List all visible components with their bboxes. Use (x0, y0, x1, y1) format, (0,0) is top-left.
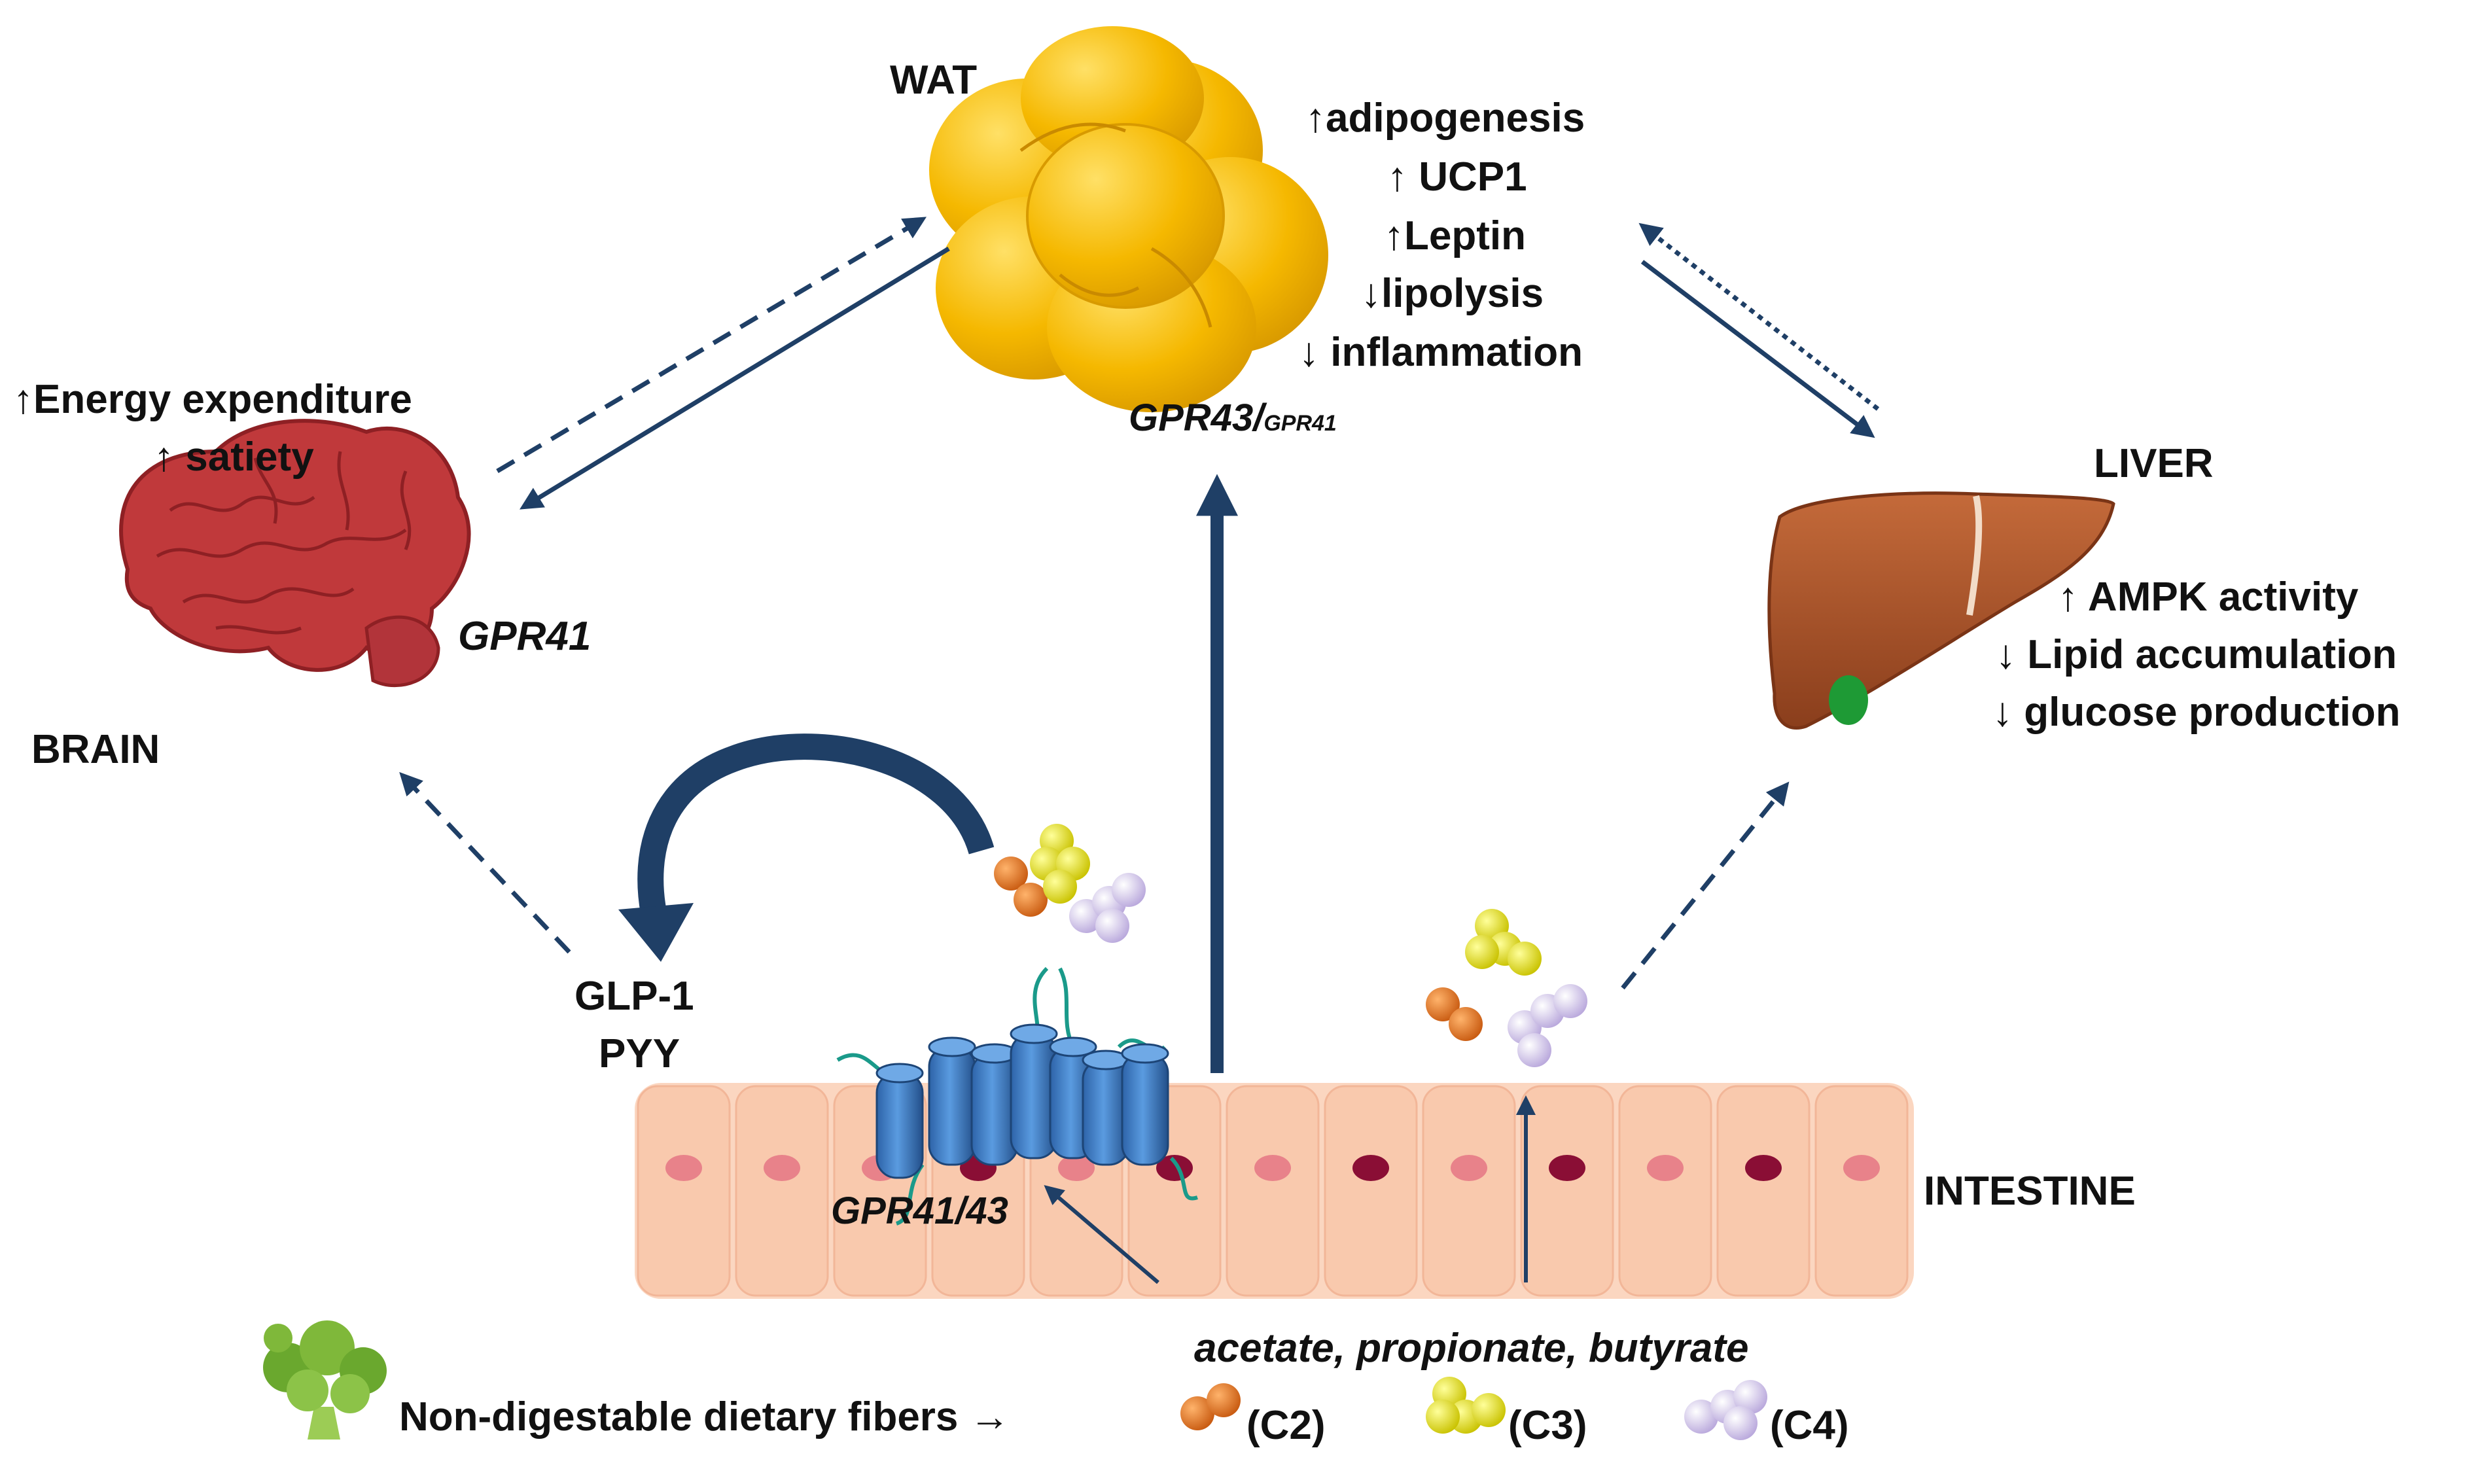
legend-c4-molecule (1684, 1380, 1767, 1440)
arrows (399, 217, 1880, 1284)
glp1-label: GLP-1 (574, 974, 694, 1019)
liver-label: LIVER (2094, 441, 2214, 486)
wat-adipose-cluster (929, 26, 1328, 412)
legend-fibers: Non-digestable dietary fibers → (399, 1394, 1010, 1440)
brain-effect-energy: ↑Energy expenditure (13, 377, 412, 422)
intestine-label: INTESTINE (1924, 1169, 2136, 1214)
legend-c3-molecule (1426, 1377, 1506, 1434)
scfa-cluster-free (1426, 909, 1587, 1067)
scfa-cluster-receptor (994, 824, 1146, 943)
brain-effect-satiety: ↑ satiety (154, 434, 314, 480)
wat-effect-lipolysis: ↓lipolysis (1361, 271, 1544, 316)
legend-c4-label: (C4) (1770, 1403, 1849, 1448)
liver-effect-lipid: ↓ Lipid accumulation (1996, 632, 2397, 677)
wat-receptor-small: GPR41 (1263, 411, 1337, 436)
brain-label: BRAIN (31, 727, 160, 772)
pyy-label: PYY (599, 1031, 680, 1076)
wat-effect-inflammation: ↓ inflammation (1299, 330, 1583, 375)
liver-illustration (1767, 491, 2115, 730)
wat-effect-ucp1: ↑ UCP1 (1387, 154, 1527, 200)
wat-effect-adipogenesis: ↑adipogenesis (1305, 96, 1585, 141)
wat-effect-leptin: ↑Leptin (1384, 213, 1526, 258)
intestine-epithelium (635, 1083, 1914, 1299)
legend-c2-label: (C2) (1246, 1403, 1326, 1448)
glp1-release-arrow (618, 733, 995, 962)
broccoli-icon (263, 1320, 387, 1440)
brain-illustration (119, 419, 471, 688)
brain-receptor-label: GPR41 (458, 614, 592, 659)
gpr41-43-receptor (836, 966, 1198, 1226)
intestine-receptor-label: GPR41/43 (831, 1190, 1008, 1232)
legend-c2-molecule (1180, 1383, 1241, 1430)
liver-effect-ampk: ↑ AMPK activity (2058, 574, 2359, 620)
wat-label: WAT (890, 58, 978, 103)
wat-receptor-main: GPR43/ (1129, 397, 1264, 439)
scfa-names: acetate, propionate, butyrate (1194, 1326, 1749, 1371)
wat-receptor-label: GPR43/GPR41 (1129, 399, 1337, 437)
legend-c3-label: (C3) (1508, 1403, 1587, 1448)
liver-effect-glucose: ↓ glucose production (1992, 690, 2401, 735)
